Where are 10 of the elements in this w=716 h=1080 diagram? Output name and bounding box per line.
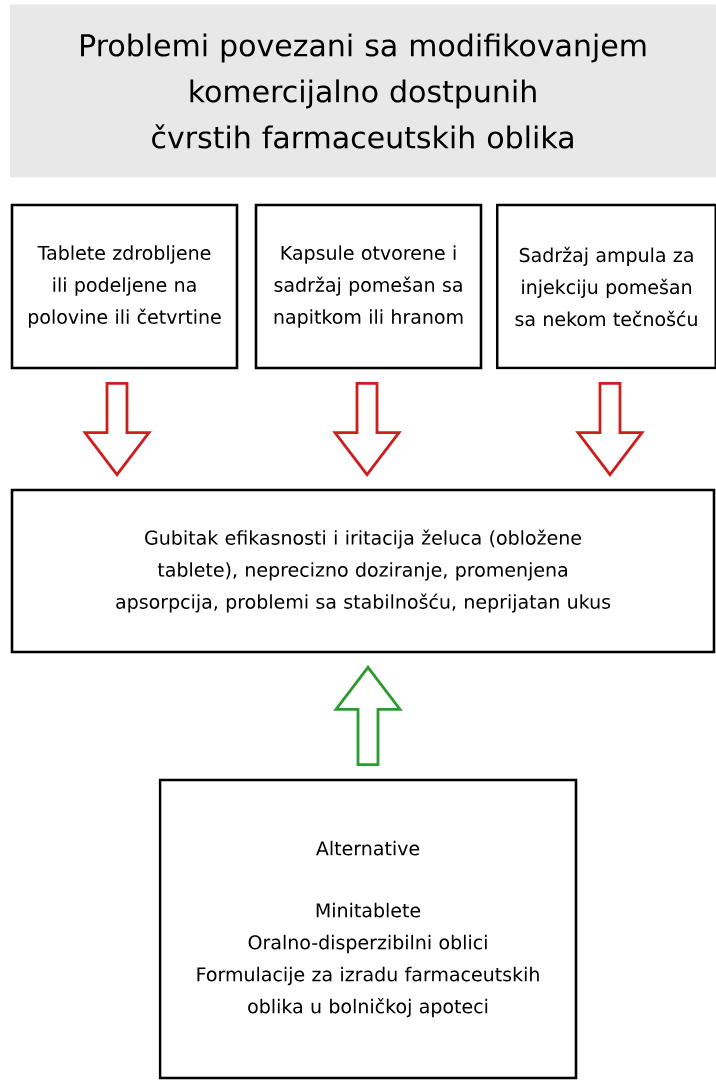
process-box: Kapsule otvorene i sadržaj pomešan sa napitkom ili hranom <box>254 203 483 370</box>
alternatives-box: Alternative Minitablete Oralno-disperzibilni oblici Formulacije za izradu farmaceutskih oblika u bolničkoj apoteci <box>158 778 578 1080</box>
block-arrow <box>575 381 645 477</box>
block-arrow <box>332 381 402 477</box>
block-arrow <box>82 381 152 477</box>
result-box: Gubitak efikasnosti i iritacija želuca (obložene tablete), neprecizno doziranje, promenjena apsorpcija, problemi sa stabilnošću, neprijatan ukus <box>10 488 716 654</box>
process-box: Tablete zdrobljene ili podeljene na polovine ili četvrtine <box>10 203 239 370</box>
title-band: Problemi povezani sa modifikovanjem komercijalno dostpunih čvrstih farmaceutskih oblika <box>10 4 716 178</box>
block-arrow <box>333 664 403 767</box>
process-box: Sadržaj ampula za injekciju pomešan sa nekom tečnošću <box>495 203 716 370</box>
